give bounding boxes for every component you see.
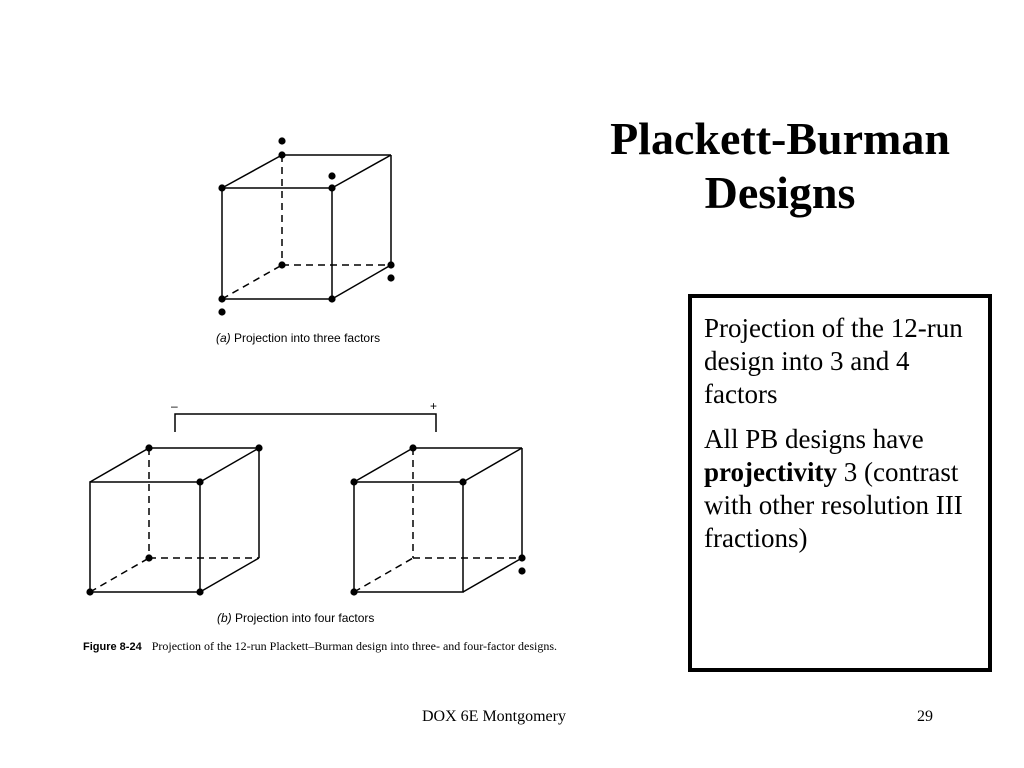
summary-box: Projection of the 12-run design into 3 a…: [688, 294, 992, 672]
design-point: [196, 478, 204, 486]
design-point: [459, 478, 467, 486]
design-point: [278, 261, 286, 269]
design-point: [328, 184, 336, 192]
design-point: [278, 137, 286, 145]
slide-title-line1: Plackett-Burman: [610, 113, 950, 164]
design-point: [196, 588, 204, 596]
projectivity-term: projectivity: [704, 457, 837, 487]
page-number: 29: [917, 708, 933, 725]
cube-four-factors-minus: [86, 444, 263, 596]
design-point: [518, 567, 526, 575]
design-point: [518, 554, 526, 562]
summary-paragraph-2: All PB designs have projectivity 3 (cont…: [704, 424, 963, 553]
cube-three-factors: [218, 137, 395, 316]
projection-figure: (a) Projection into three factors – +: [83, 137, 557, 653]
bracket-plus-label: +: [430, 399, 437, 413]
design-point: [145, 444, 153, 452]
design-point: [350, 588, 358, 596]
design-point: [145, 554, 153, 562]
design-point: [350, 478, 358, 486]
design-point: [387, 274, 395, 282]
design-point: [255, 444, 263, 452]
design-point: [278, 151, 286, 159]
factor-bracket: – +: [171, 399, 437, 432]
design-point: [218, 295, 226, 303]
cube-four-factors-plus: [350, 444, 526, 596]
summary-paragraph-1: Projection of the 12-run design into 3 a…: [704, 313, 963, 409]
design-point: [218, 308, 226, 316]
design-point: [218, 184, 226, 192]
design-point: [328, 172, 336, 180]
design-point: [328, 295, 336, 303]
caption-a: (a) Projection into three factors: [216, 331, 380, 345]
bracket-minus-label: –: [171, 399, 178, 413]
footer-source: DOX 6E Montgomery: [422, 708, 566, 725]
slide-title-line2: Designs: [704, 167, 856, 218]
slide-title: Plackett-Burman Designs: [560, 112, 1000, 220]
design-point: [409, 444, 417, 452]
design-point: [387, 261, 395, 269]
caption-b: (b) Projection into four factors: [217, 611, 374, 625]
design-point: [86, 588, 94, 596]
